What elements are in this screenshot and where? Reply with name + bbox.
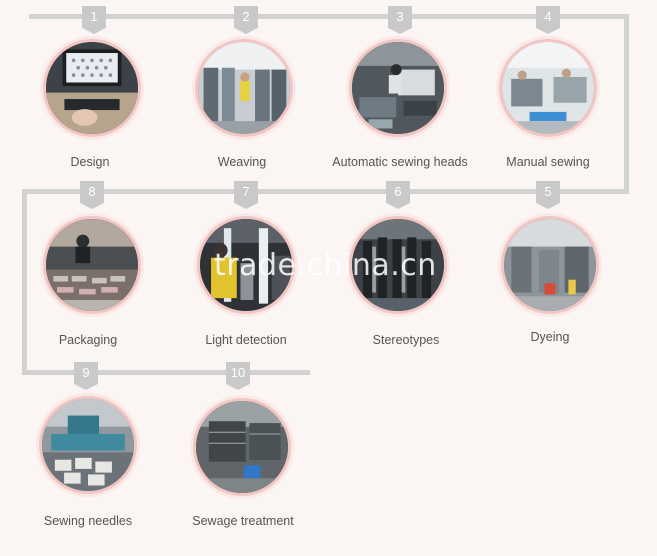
step-number-badge: 4 bbox=[536, 6, 560, 34]
step-label: Dyeing bbox=[530, 330, 570, 344]
track-row1-top bbox=[29, 14, 629, 19]
step-number-badge: 2 bbox=[234, 6, 258, 34]
step-label: Design bbox=[70, 155, 110, 169]
track-row2-top bbox=[22, 189, 629, 194]
step-number-badge: 3 bbox=[388, 6, 412, 34]
watermark-text: trade.china.cn bbox=[214, 248, 437, 283]
step-photo-design bbox=[43, 39, 141, 137]
step-number-badge: 1 bbox=[82, 6, 106, 34]
step-label: Sewage treatment bbox=[192, 514, 294, 528]
step-number-badge: 5 bbox=[536, 181, 560, 209]
step-photo-packaging bbox=[43, 216, 141, 314]
step-photo-sewage-treatment bbox=[193, 398, 291, 496]
step-label: Light detection bbox=[205, 333, 287, 347]
step-label: Automatic sewing heads bbox=[332, 155, 468, 169]
step-number-badge: 10 bbox=[226, 362, 250, 390]
step-photo-manual-sewing bbox=[499, 39, 597, 137]
track-row3-top bbox=[22, 370, 310, 375]
step-label: Sewing needles bbox=[43, 514, 133, 528]
step-photo-weaving bbox=[195, 39, 293, 137]
step-photo-stereotypes bbox=[349, 216, 447, 314]
step-photo-dyeing bbox=[501, 216, 599, 314]
step-number-badge: 6 bbox=[386, 181, 410, 209]
step-photo-sewing-needles bbox=[39, 396, 137, 494]
step-photo-light-detection bbox=[197, 216, 295, 314]
step-label: Manual sewing bbox=[506, 155, 590, 169]
track-right-vertical bbox=[624, 14, 629, 194]
step-label: Packaging bbox=[58, 333, 118, 347]
step-photo-automatic-sewing-heads bbox=[349, 39, 447, 137]
track-left-vertical bbox=[22, 189, 27, 375]
step-number-badge: 9 bbox=[74, 362, 98, 390]
step-number-badge: 8 bbox=[80, 181, 104, 209]
step-label: Weaving bbox=[217, 155, 267, 169]
step-number-badge: 7 bbox=[234, 181, 258, 209]
step-label: Stereotypes bbox=[372, 333, 440, 347]
